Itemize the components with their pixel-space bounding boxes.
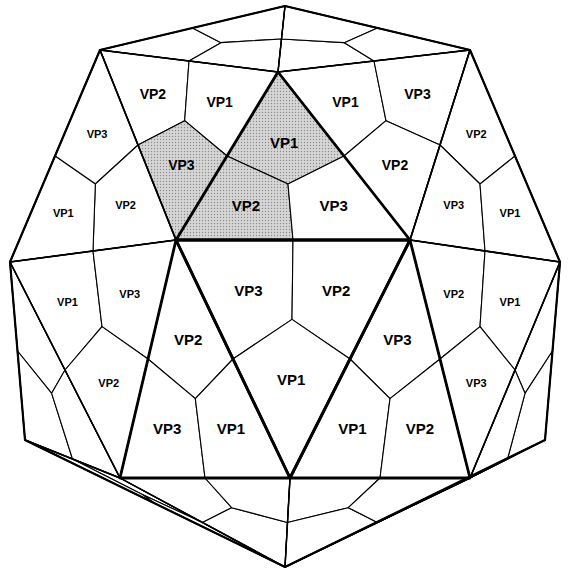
protomer-facet [480,156,560,262]
protein-label: VP2 [322,282,350,297]
icosahedral-face [290,240,470,478]
protein-label: VP3 [168,158,194,172]
protein-label: VP1 [500,208,521,219]
facet-group [10,6,560,567]
protein-label: VP2 [115,200,136,211]
protein-label: VP2 [174,332,202,347]
protomer-facet [205,478,290,523]
icosahedral-face [410,240,560,478]
protein-label: VP1 [277,371,305,386]
protein-label: VP2 [406,421,434,436]
protein-label: VP2 [443,289,464,300]
protein-label: VP1 [338,421,366,436]
protein-label: VP3 [443,200,464,211]
icosahedral-face [120,478,290,567]
protomer-facet [410,145,485,251]
icosahedral-face [176,240,410,478]
protein-label: VP3 [119,289,140,300]
protein-label: VP2 [382,158,408,172]
icosahedral-face [278,50,470,240]
protein-label: VP3 [404,87,430,101]
protein-label: VP2 [232,198,260,213]
protein-label: VP1 [332,95,358,109]
protein-label: VP2 [140,87,166,101]
protein-label: VP2 [466,128,487,139]
icosahedral-face [10,240,176,478]
protein-label: VP1 [206,95,232,109]
protein-label: VP2 [98,378,119,389]
face-group [10,6,560,567]
icosahedral-face [278,6,470,72]
protein-label: VP1 [270,135,298,150]
protein-label: VP3 [87,128,108,139]
protein-label: VP3 [466,378,487,389]
protein-label: VP3 [320,198,348,213]
icosahedral-face [120,240,290,478]
protein-label: VP1 [217,421,245,436]
protein-label: VP1 [57,297,78,308]
protein-label: VP1 [53,208,74,219]
icosahedral-face [100,50,278,240]
protomer-facet [93,145,176,251]
protein-label: VP1 [500,297,521,308]
protein-label: VP3 [153,421,181,436]
protomer-facet [10,156,95,262]
capsid-outline [10,6,560,567]
icosahedral-face [10,50,176,262]
icosahedral-face [410,50,560,262]
protein-label: VP3 [234,282,262,297]
protomer-facet [285,508,378,567]
icosahedral-face [176,72,410,240]
protein-label: VP3 [383,332,411,347]
